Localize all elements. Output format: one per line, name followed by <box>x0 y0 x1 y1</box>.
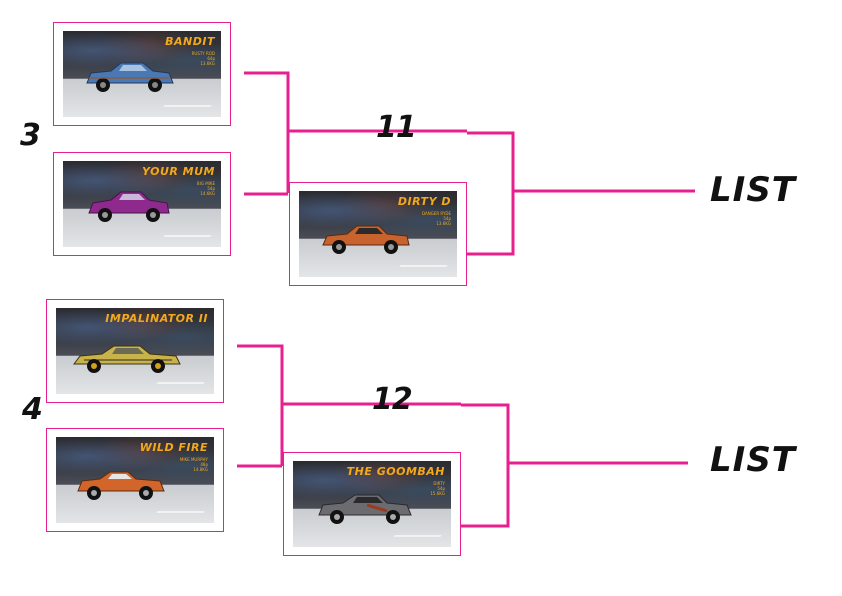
card-weight: 15.6KG <box>430 491 445 496</box>
car-image <box>73 345 181 373</box>
card-subtext: RUSTY ROD 64p 13.6KG <box>192 51 215 66</box>
card-title: BANDIT <box>165 35 215 48</box>
bracket-card-the-goombah[interactable]: THE GOOMBAH DIRTY 54p 15.6KG <box>283 452 461 556</box>
match-label-top: 11 <box>376 110 417 145</box>
card-stat: 48p <box>200 462 208 467</box>
car-image <box>318 494 412 524</box>
car-photo: WILD FIRE MIKE MURPHY 48p 14.8KG <box>56 437 214 523</box>
card-subtext: DIRTY 54p 15.6KG <box>430 481 445 496</box>
card-title: THE GOOMBAH <box>346 465 445 478</box>
match-label-bottom: 12 <box>372 382 413 417</box>
card-title: DIRTY D <box>397 195 451 208</box>
card-stat: 54p <box>207 186 215 191</box>
card-title: IMPALINATOR II <box>105 312 208 325</box>
card-driver: BIG MIKE <box>196 181 215 186</box>
seed-label-bottom: 4 <box>22 392 43 427</box>
car-image <box>86 62 174 92</box>
card-driver: DIRTY <box>433 481 445 486</box>
bracket-line-semi-top <box>467 131 515 256</box>
bracket-card-your-mum[interactable]: YOUR MUM BIG MIKE 54p 14.6KG <box>53 152 231 256</box>
card-subtext: BIG MIKE 54p 14.6KG <box>197 181 215 196</box>
bracket-card-bandit[interactable]: BANDIT RUSTY ROD 64p 13.6KG <box>53 22 231 126</box>
car-photo: BANDIT RUSTY ROD 64p 13.6KG <box>63 31 221 117</box>
car-image <box>88 191 170 222</box>
bracket-card-dirty-d[interactable]: DIRTY D DANGER RYDE 54p 13.6KG <box>289 182 467 286</box>
car-image <box>322 225 410 254</box>
card-stat: 54p <box>443 216 451 221</box>
card-stat: 64p <box>207 56 215 61</box>
bracket-card-impalinator-ii[interactable]: IMPALINATOR II <box>46 299 224 403</box>
card-subtext: DANGER RYDE 54p 13.6KG <box>422 211 451 226</box>
card-title: WILD FIRE <box>139 441 208 454</box>
car-photo: DIRTY D DANGER RYDE 54p 13.6KG <box>299 191 457 277</box>
card-title: YOUR MUM <box>142 165 215 178</box>
bracket-card-wild-fire[interactable]: WILD FIRE MIKE MURPHY 48p 14.8KG <box>46 428 224 532</box>
final-label-top: LIST <box>710 170 796 210</box>
card-weight: 13.6KG <box>436 221 451 226</box>
bracket-line-bandit <box>244 71 290 193</box>
card-driver: RUSTY ROD <box>191 51 215 56</box>
seed-label-top: 3 <box>20 118 41 153</box>
final-label-bottom: LIST <box>710 440 796 480</box>
card-driver: DANGER RYDE <box>422 211 451 216</box>
bracket-line-impalinator <box>237 344 284 466</box>
card-weight: 13.6KG <box>200 61 215 66</box>
card-weight: 14.6KG <box>200 191 215 196</box>
card-weight: 14.8KG <box>193 467 208 472</box>
bracket-line-semi-bottom <box>461 403 510 528</box>
card-subtext: MIKE MURPHY 48p 14.8KG <box>180 457 208 472</box>
car-photo: THE GOOMBAH DIRTY 54p 15.6KG <box>293 461 451 547</box>
car-photo: IMPALINATOR II <box>56 308 214 394</box>
car-image <box>77 471 165 500</box>
card-stat: 54p <box>437 486 445 491</box>
car-photo: YOUR MUM BIG MIKE 54p 14.6KG <box>63 161 221 247</box>
card-driver: MIKE MURPHY <box>179 457 208 462</box>
